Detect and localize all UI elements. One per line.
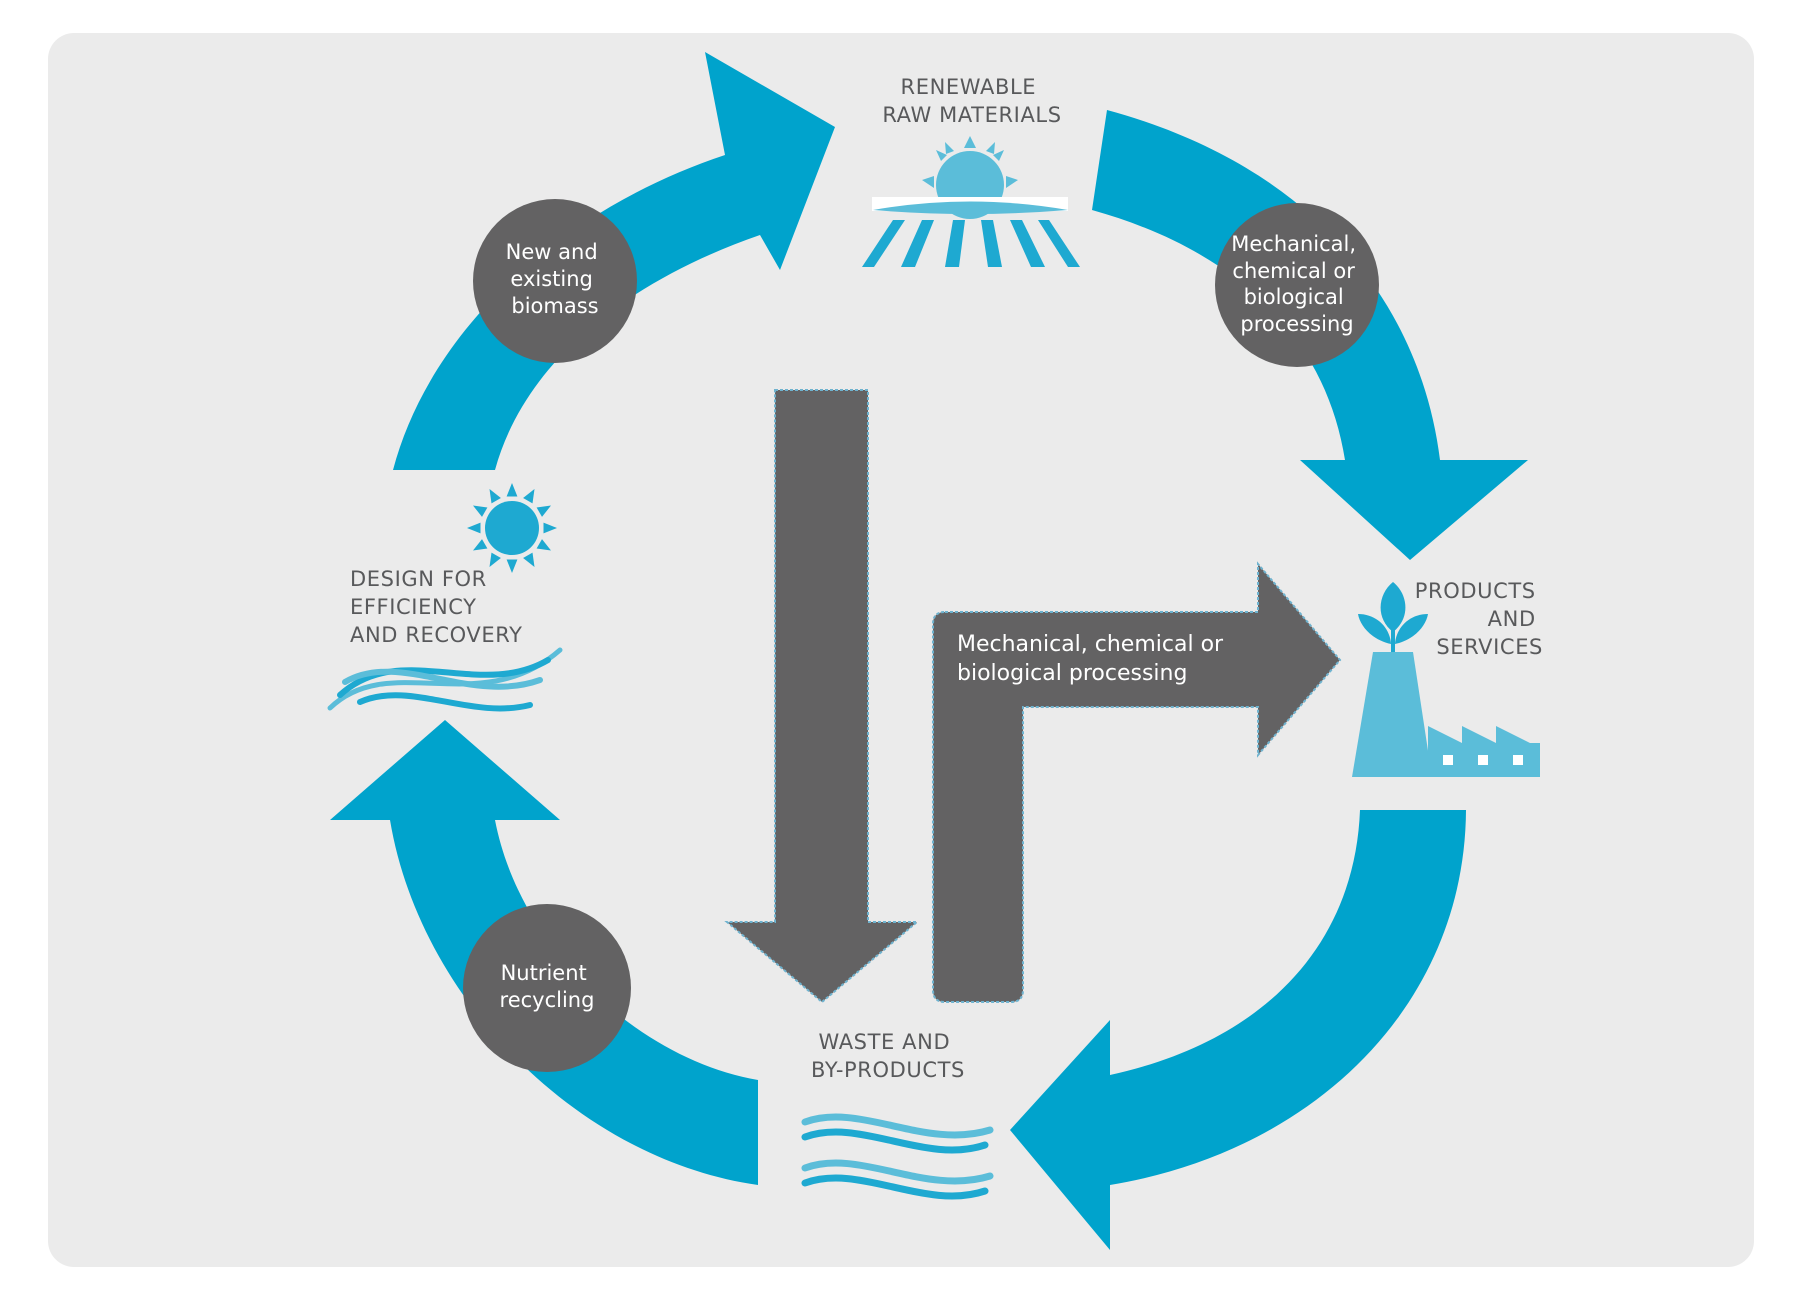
design-label: DESIGN FOR EFFICIENCY AND RECOVERY <box>350 567 523 647</box>
processing-circle-label: Mechanical, chemical or biological proce… <box>1231 232 1363 336</box>
process-biomass: New and existing biomass <box>473 199 637 363</box>
sun-ray <box>536 539 551 551</box>
biomass-circle <box>473 199 637 363</box>
down-arrow <box>724 389 920 1004</box>
sun-ray <box>523 552 535 567</box>
waves-icon <box>801 1113 994 1200</box>
sun-ray <box>523 489 535 504</box>
sun-ray <box>489 489 501 504</box>
stage-waste: WASTE AND BY-PRODUCTS <box>801 1030 994 1200</box>
waste-label: WASTE AND BY-PRODUCTS <box>811 1030 965 1082</box>
sun-over-field-icon <box>862 136 1080 267</box>
sun-ray <box>506 559 518 573</box>
sun-ray <box>536 505 551 517</box>
stage-design: DESIGN FOR EFFICIENCY AND RECOVERY <box>327 483 563 712</box>
sun-ray <box>543 522 557 534</box>
stage-products-services: PRODUCTS AND SERVICES <box>1352 579 1543 777</box>
process-nutrient-recycling: Nutrient recycling <box>463 904 631 1072</box>
products-label: PRODUCTS AND SERVICES <box>1415 579 1543 659</box>
biomass-label: New and existing biomass <box>506 240 605 318</box>
sun-ray <box>467 522 481 534</box>
factory-with-plant-icon <box>1352 582 1540 777</box>
sun-ray <box>473 505 488 517</box>
raw-materials-label: RENEWABLE RAW MATERIALS <box>882 75 1061 127</box>
processing-circle <box>1215 203 1379 367</box>
central-arrows: Mechanical, chemical or biological proce… <box>724 389 1342 1004</box>
sun-ray <box>473 539 488 551</box>
process-mechanical-processing: Mechanical, chemical or biological proce… <box>1215 203 1379 367</box>
cycle-arrow-to-waste <box>1010 810 1466 1250</box>
processing-arrow-label: Mechanical, chemical or biological proce… <box>957 632 1230 686</box>
stage-raw-materials: RENEWABLE RAW MATERIALS <box>862 75 1080 267</box>
waves-icon <box>327 647 563 712</box>
sun-ray <box>506 483 518 497</box>
sun-ray <box>489 552 501 567</box>
processing-arrow <box>932 561 1342 1003</box>
sun-icon <box>467 483 557 573</box>
nutrient-circle <box>463 904 631 1072</box>
nutrient-label: Nutrient recycling <box>500 961 595 1012</box>
